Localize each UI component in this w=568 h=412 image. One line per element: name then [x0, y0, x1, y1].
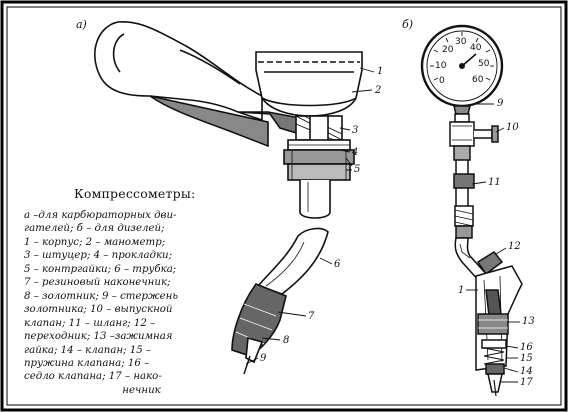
- legend-line: 1 – корпус; 2 – манометр;: [24, 236, 166, 248]
- figure-title: Компрессометры:: [74, 186, 196, 201]
- legend-line: клапан; 11 – шланг; 12 –: [24, 317, 156, 329]
- callout-a-3: 3: [352, 125, 359, 136]
- callout-b-10: 10: [506, 122, 519, 133]
- legend-line: золотника; 10 – выпускной: [24, 304, 173, 316]
- gauge-scale-30: 30: [455, 37, 467, 47]
- legend-line: гайка; 14 – клапан; 15 –: [24, 344, 152, 356]
- legend-line: 8 – золотник; 9 – стержень: [24, 290, 178, 302]
- callout-a-4: 4: [352, 147, 359, 158]
- callout-b-14: 14: [520, 366, 533, 377]
- legend-line: а –для карбюраторных дви-: [24, 210, 177, 221]
- legend-line: гателей; б – для дизелей;: [24, 223, 165, 235]
- legend-line: 5 – контргайки; 6 – трубка;: [24, 263, 177, 275]
- callout-a-6: 6: [334, 259, 341, 270]
- leaders-b: [466, 103, 520, 383]
- gauge-scale-10: 10: [435, 61, 447, 71]
- legend-line: 7 – резиновый наконечник;: [24, 277, 171, 289]
- gauge-scale-60: 60: [472, 75, 484, 85]
- callout-b-16: 16: [520, 342, 533, 353]
- callout-a-5: 5: [354, 164, 361, 175]
- legend-line: переходник; 13 –зажимная: [24, 331, 173, 343]
- callout-b-13: 13: [522, 316, 535, 327]
- panel-a-label: а): [76, 18, 87, 31]
- callout-b-9: 9: [497, 98, 504, 109]
- legend-line: седло клапана; 17 – нако-: [24, 371, 162, 383]
- callout-b-1: 1: [458, 285, 465, 296]
- panel-b-label: б): [402, 18, 414, 31]
- callout-a-8: 8: [283, 335, 290, 346]
- callout-a-9: 9: [260, 353, 267, 364]
- compressometer-b: [420, 24, 523, 397]
- callout-b-12: 12: [508, 241, 521, 252]
- callout-a-2: 2: [375, 85, 382, 96]
- legend-line: 3 – штуцер; 4 – прокладки;: [24, 250, 173, 262]
- leaders-a: [245, 67, 375, 365]
- callout-a-7: 7: [308, 311, 315, 322]
- callout-b-15: 15: [520, 353, 533, 364]
- gauge-scale-20: 20: [442, 45, 454, 55]
- callout-b-17: 17: [520, 377, 533, 388]
- compressometer-a: [94, 21, 363, 375]
- figure-legend: а –для карбюраторных дви- гателей; б – д…: [24, 209, 259, 397]
- legend-line: пружина клапана; 16 –: [24, 357, 150, 369]
- legend-line: нечник: [122, 384, 161, 396]
- gauge-scale-50: 50: [478, 59, 490, 69]
- gauge-scale-0: 0: [439, 76, 445, 86]
- gauge-scale-40: 40: [470, 43, 482, 53]
- callout-a-1: 1: [377, 66, 384, 77]
- callout-b-11: 11: [488, 177, 501, 188]
